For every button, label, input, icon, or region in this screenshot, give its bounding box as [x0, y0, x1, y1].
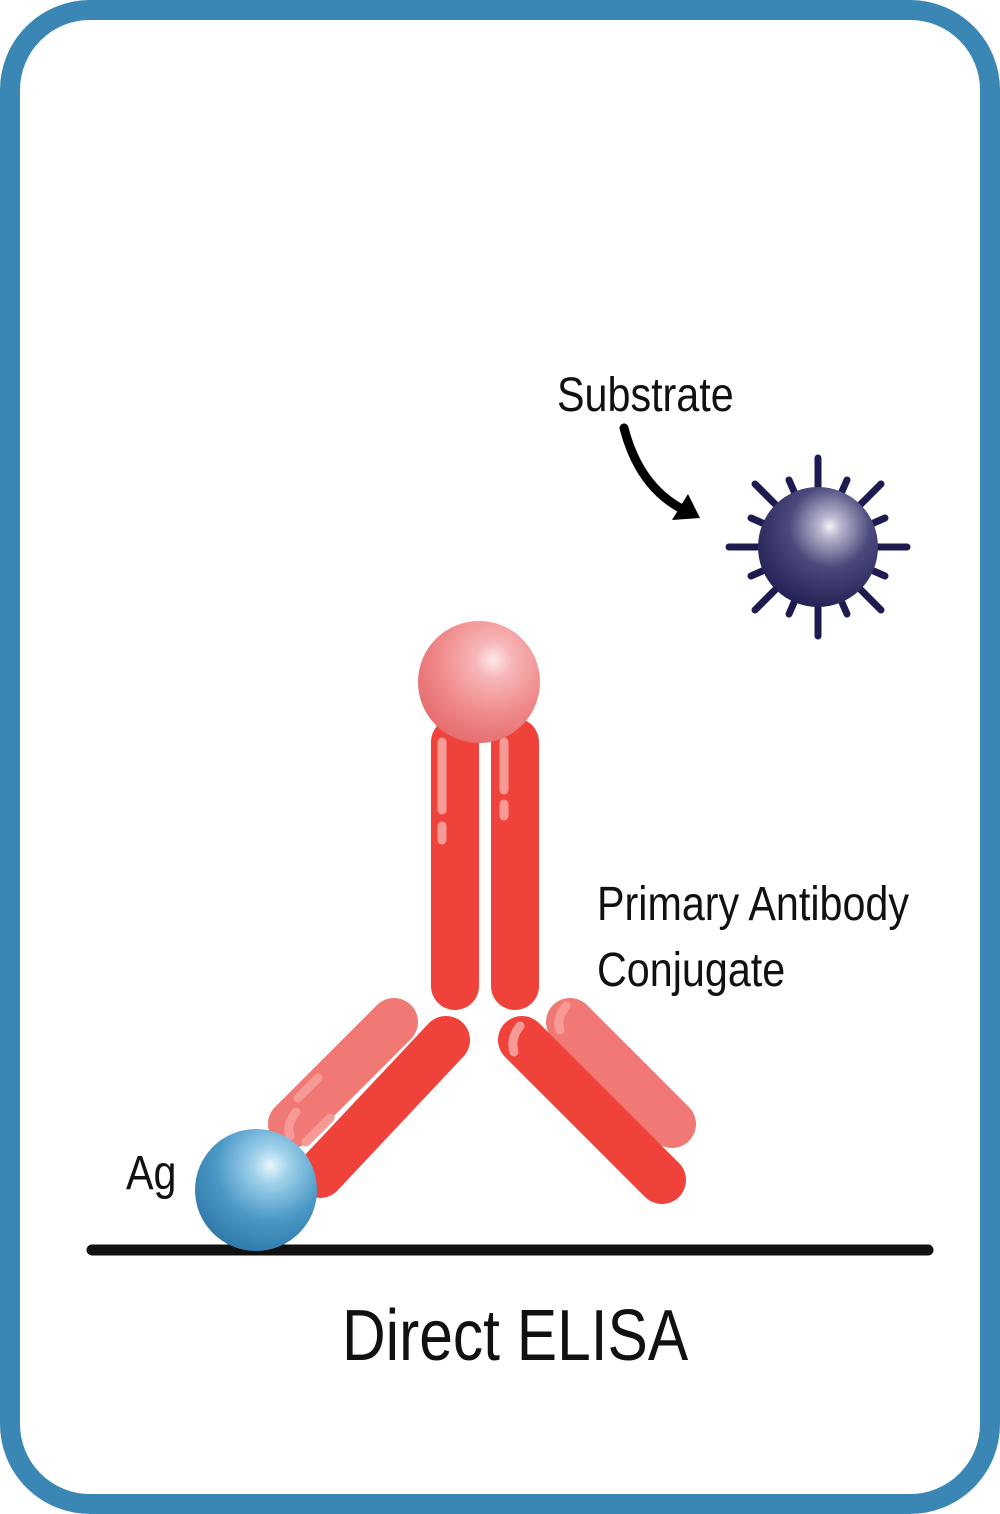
antigen-icon	[195, 1129, 317, 1251]
diagram-title: Direct ELISA	[342, 1296, 689, 1376]
enzyme-conjugate-icon	[418, 621, 540, 743]
heavy-chain-arm-left	[296, 1016, 470, 1198]
y-shaped-antibody-icon	[268, 718, 696, 1204]
primary-antibody-label: Primary Antibody Conjugate	[597, 872, 909, 1004]
spiky-ball-icon	[725, 454, 911, 640]
substrate-label: Substrate	[557, 369, 734, 422]
light-chain-left	[268, 998, 418, 1148]
light-chain-right	[546, 998, 696, 1148]
heavy-chain-arm-right	[498, 1016, 686, 1204]
curved-arrow-icon	[619, 423, 700, 520]
primary-antibody-label-line1: Primary Antibody	[597, 878, 910, 931]
antigen-label: Ag	[126, 1147, 177, 1200]
primary-antibody-label-line2: Conjugate	[597, 944, 786, 997]
